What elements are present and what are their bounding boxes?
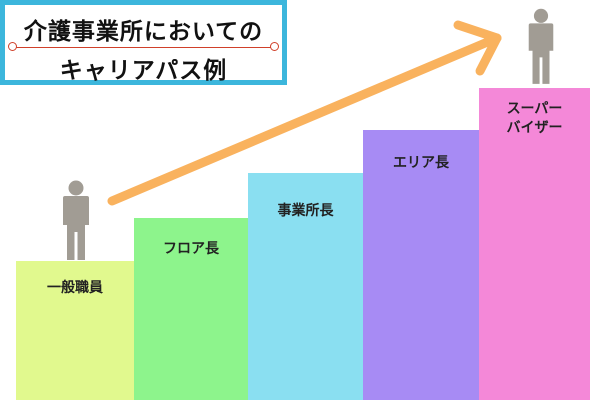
divider-dot-left [8,42,17,51]
divider-dot-right [270,42,279,51]
step-area-manager: エリア長 [363,130,479,400]
arrow-head [453,20,502,76]
step-label: エリア長 [393,155,449,171]
step-floor-leader: フロア長 [134,218,248,400]
person-icon [528,8,554,84]
step-label: 事業所長 [277,203,334,219]
step-label: 一般職員 [47,280,103,296]
title-line-2: キャリアパス例 [59,58,228,84]
step-office-manager: 事業所長 [248,173,363,400]
step-label: スーパー バイザー [506,101,563,136]
step-label: フロア長 [163,241,219,257]
arrow-shaft [107,33,502,206]
step-supervisor: スーパー バイザー [479,88,590,400]
title-line-1: 介護事業所においての [23,19,264,45]
step-general-staff: 一般職員 [16,261,134,400]
title-box: 介護事業所においての キャリアパス例 [0,0,287,85]
title-divider [14,47,273,48]
person-icon [63,180,89,260]
